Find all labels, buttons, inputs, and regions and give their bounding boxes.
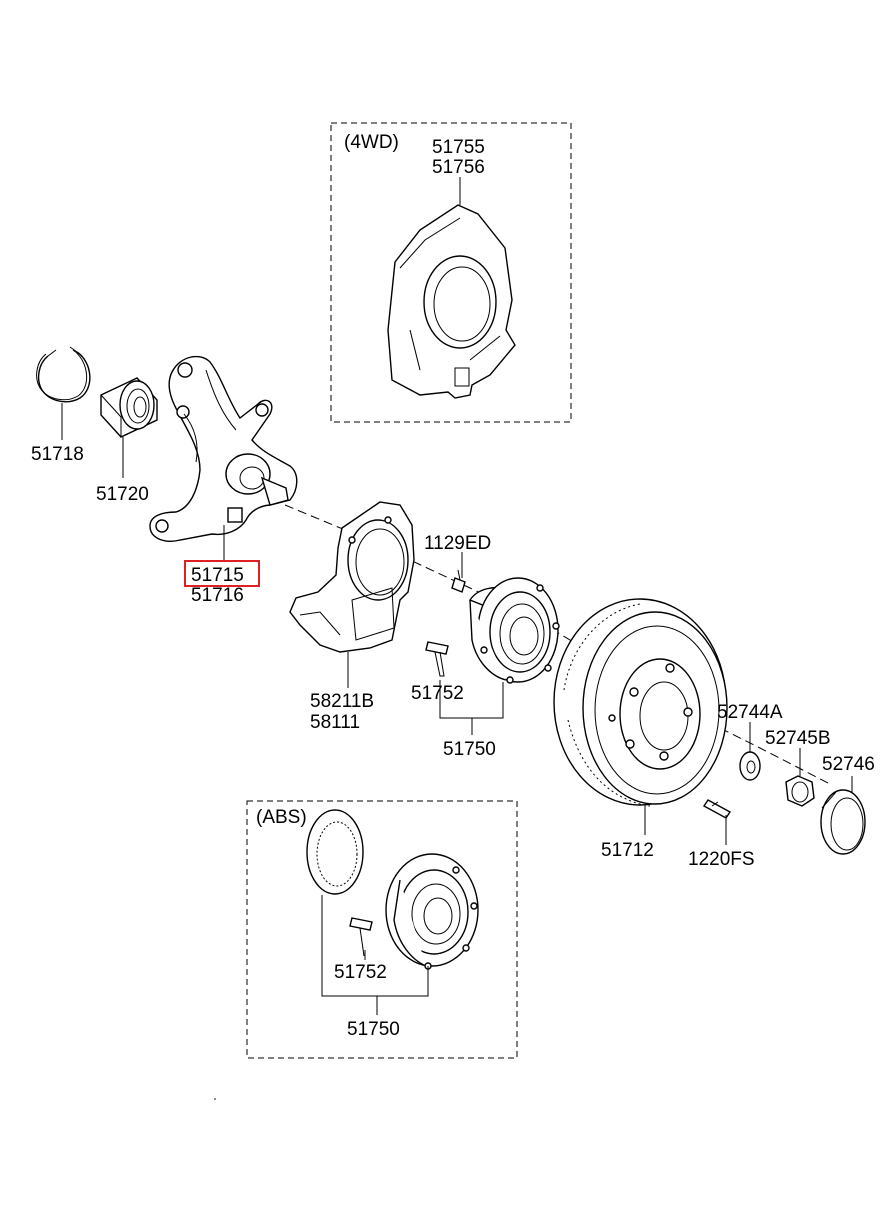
abs-group-box: [246, 800, 518, 1059]
label-51756[interactable]: 51756: [432, 157, 485, 178]
fourwd-group-box: [330, 122, 572, 423]
brake-disc-51712[interactable]: [553, 598, 728, 807]
bracket-abs-51750: [321, 895, 429, 997]
abs-tone-ring[interactable]: [306, 809, 364, 895]
label-51750[interactable]: 51750: [443, 739, 496, 760]
label-51720[interactable]: 51720: [96, 484, 149, 505]
label-58111[interactable]: 58111: [310, 712, 360, 733]
bolt-1129ed[interactable]: [451, 569, 466, 593]
label-group-4wd: (4WD): [344, 132, 399, 153]
label-abs-51752[interactable]: 51752: [334, 962, 387, 983]
wheel-hub-51750[interactable]: [468, 577, 560, 684]
label-1220fs[interactable]: 1220FS: [688, 849, 755, 870]
snap-ring-51718[interactable]: [36, 346, 91, 403]
dust-cover-51755[interactable]: [387, 204, 516, 399]
abs-hub-bolt-51752[interactable]: [349, 917, 373, 957]
label-51718[interactable]: 51718: [31, 444, 84, 465]
label-51712[interactable]: 51712: [601, 840, 654, 861]
label-52746[interactable]: 52746: [822, 754, 875, 775]
hub-bolt-51752[interactable]: [425, 641, 449, 677]
nut-52745b[interactable]: [785, 775, 815, 807]
label-51752[interactable]: 51752: [411, 683, 464, 704]
backing-plate-58211b[interactable]: [289, 501, 415, 653]
bearing-51720[interactable]: [100, 377, 158, 438]
label-51755[interactable]: 51755: [432, 137, 485, 158]
label-group-abs: (ABS): [256, 807, 307, 828]
label-52744a[interactable]: 52744A: [717, 702, 783, 723]
label-51716[interactable]: 51716: [191, 585, 244, 606]
hub-cap-52746[interactable]: [820, 789, 866, 855]
stray-dot: [214, 1098, 216, 1100]
label-52745b[interactable]: 52745B: [765, 728, 831, 749]
label-51715[interactable]: 51715: [191, 565, 244, 586]
washer-52744a[interactable]: [739, 751, 761, 781]
abs-wheel-hub[interactable]: [385, 853, 479, 970]
label-58211b[interactable]: 58211B: [310, 691, 374, 712]
steering-knuckle-51715[interactable]: [149, 355, 298, 542]
label-1129ed[interactable]: 1129ED: [424, 533, 491, 554]
label-abs-51750[interactable]: 51750: [347, 1019, 400, 1040]
highlight-box-51715[interactable]: [184, 560, 260, 587]
